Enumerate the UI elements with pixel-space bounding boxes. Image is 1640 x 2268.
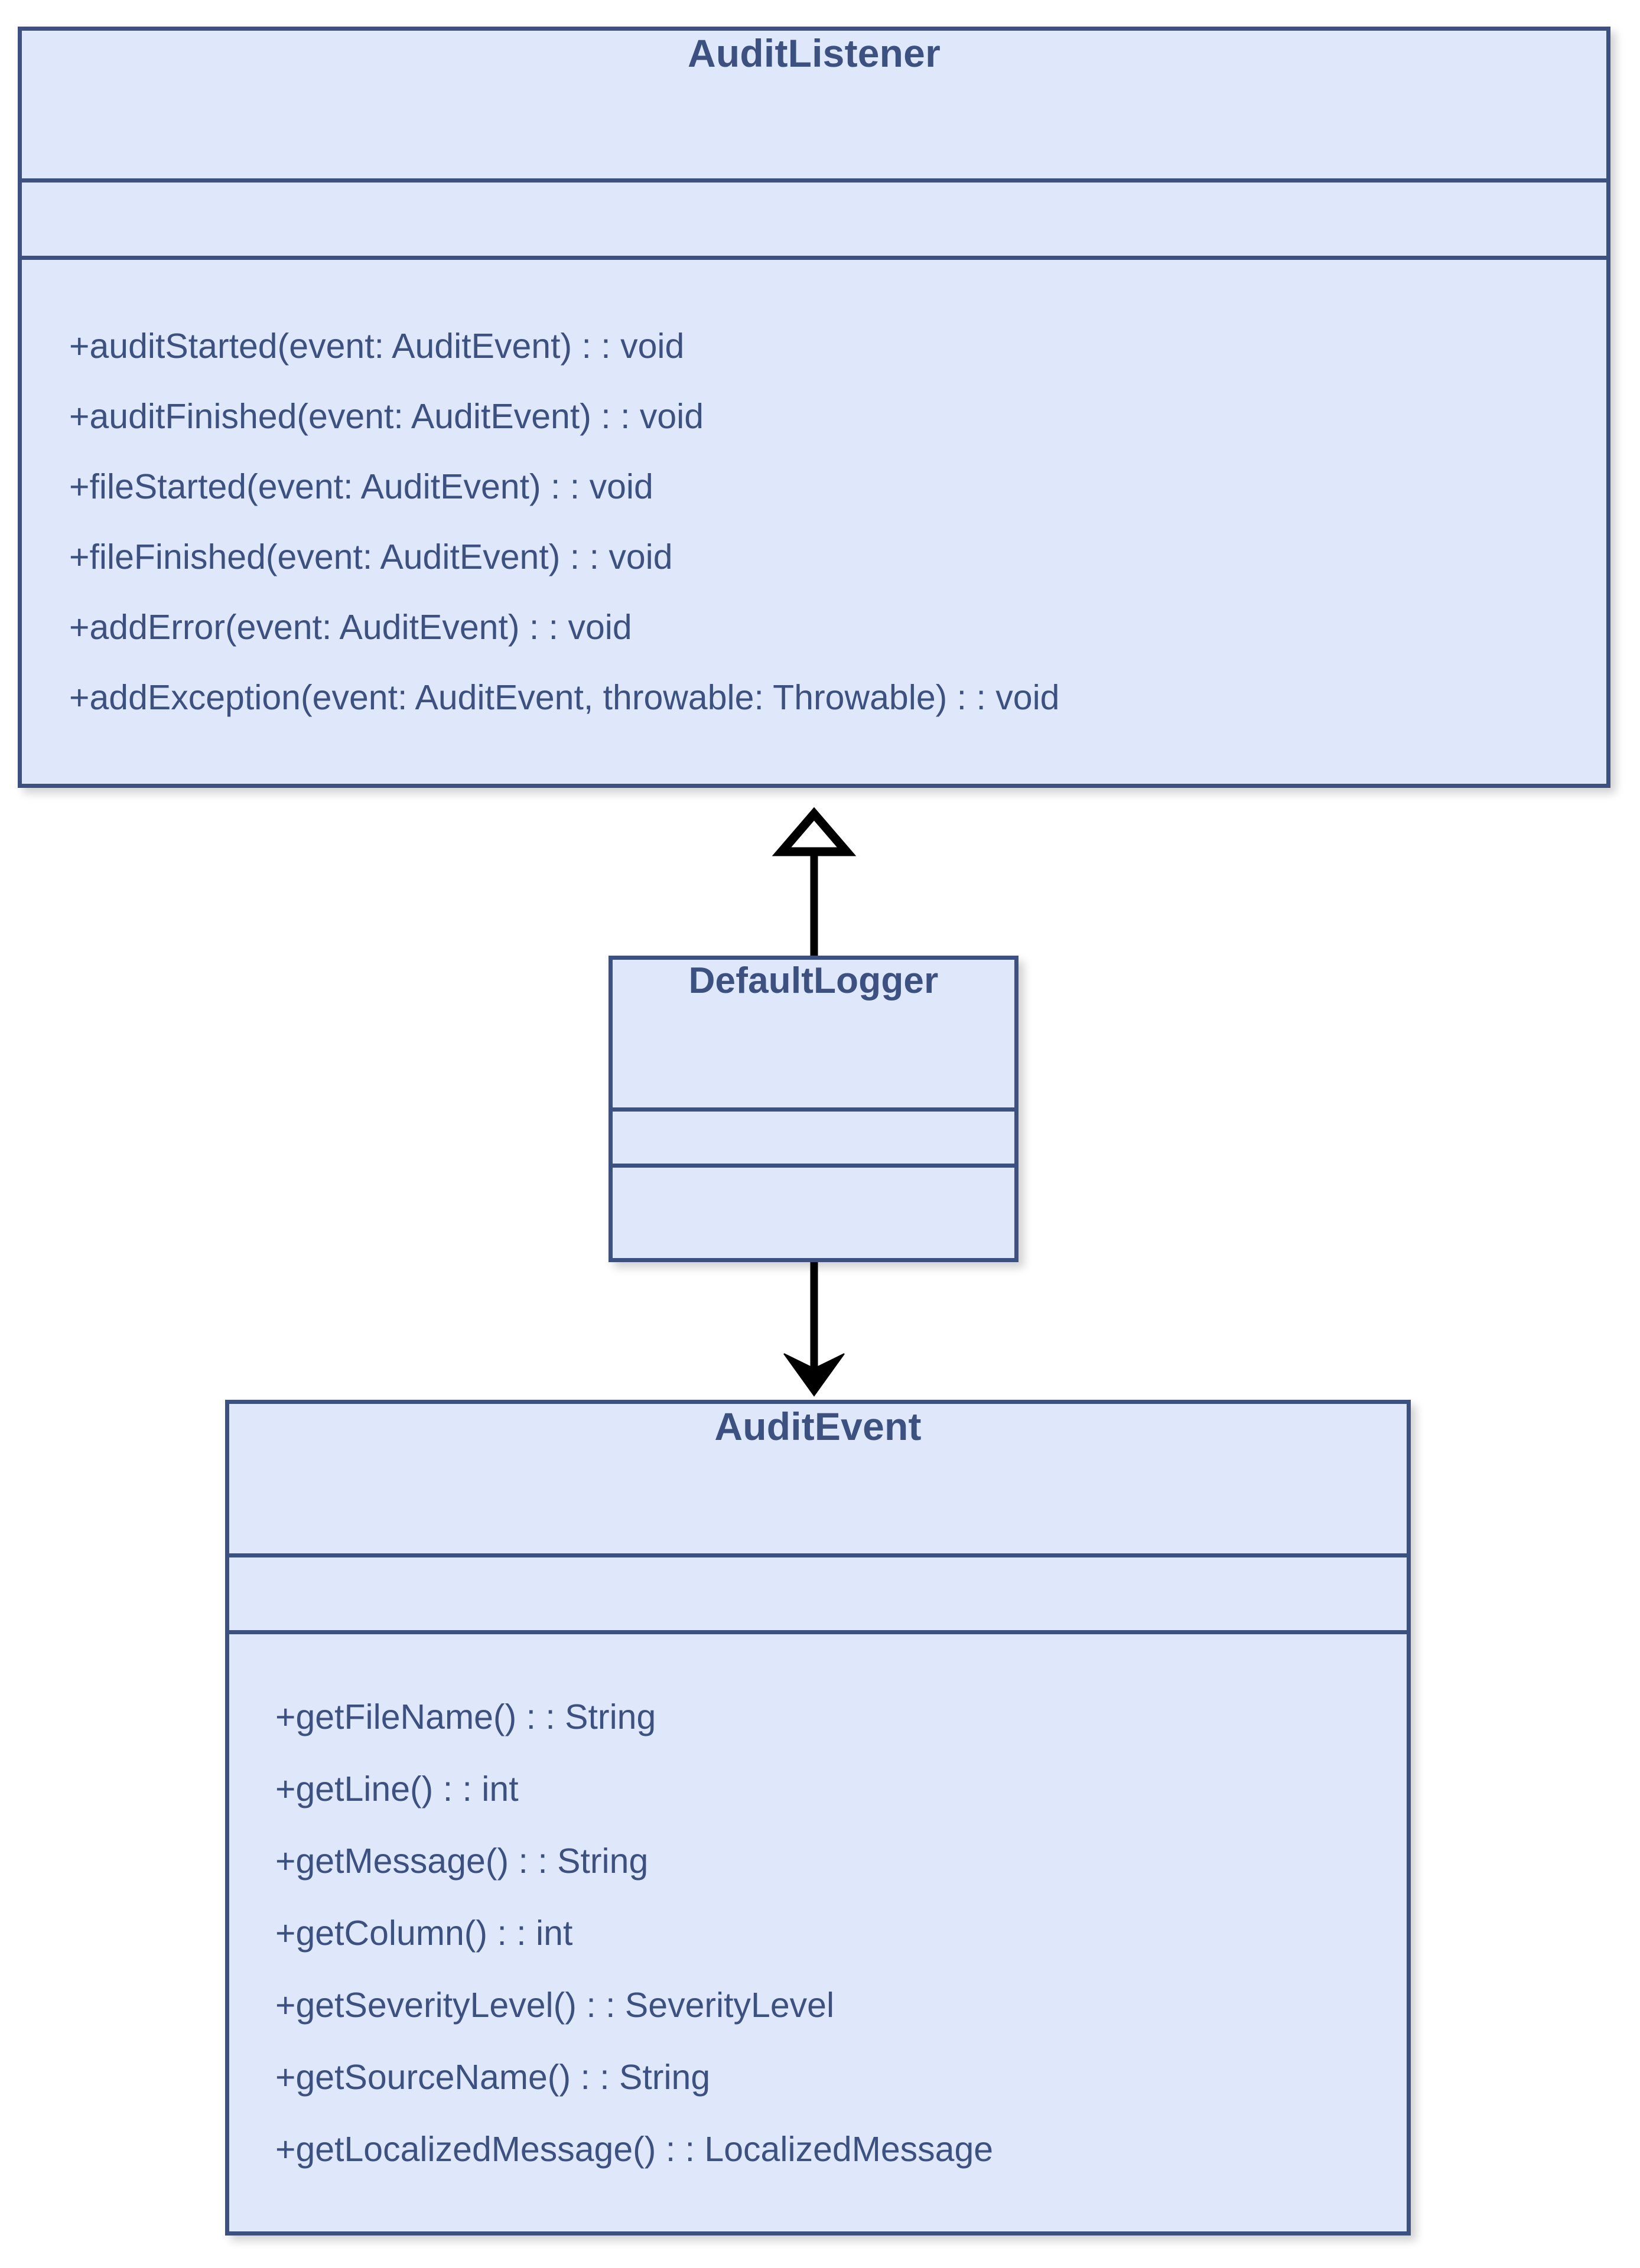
method-row: +getMessage() : : String bbox=[275, 1841, 649, 1881]
class-attributes-compartment bbox=[613, 1107, 1014, 1164]
dependency-edge[interactable] bbox=[783, 1262, 845, 1397]
solid-arrowhead-icon bbox=[783, 1353, 845, 1397]
method-row: +auditFinished(event: AuditEvent) : : vo… bbox=[69, 396, 704, 436]
hollow-triangle-arrowhead-icon bbox=[772, 807, 857, 856]
method-row: +addError(event: AuditEvent) : : void bbox=[69, 607, 632, 647]
class-box-auditevent[interactable]: AuditEvent +getFileName() : : String +ge… bbox=[225, 1400, 1411, 2236]
method-row: +getLocalizedMessage() : : LocalizedMess… bbox=[275, 2129, 994, 2169]
method-row: +getColumn() : : int bbox=[275, 1913, 573, 1953]
class-methods-compartment bbox=[613, 1164, 1014, 1254]
class-name-defaultlogger: DefaultLogger bbox=[688, 960, 939, 1001]
class-methods-compartment: +getFileName() : : String +getLine() : :… bbox=[229, 1630, 1407, 2231]
class-name-auditevent: AuditEvent bbox=[714, 1405, 922, 1448]
method-row: +getLine() : : int bbox=[275, 1769, 519, 1808]
method-row: +getFileName() : : String bbox=[275, 1697, 656, 1736]
class-title-compartment: AuditListener bbox=[22, 31, 1606, 178]
method-row: +getSourceName() : : String bbox=[275, 2057, 711, 2097]
generalization-edge[interactable] bbox=[772, 807, 857, 956]
class-title-compartment: DefaultLogger bbox=[613, 960, 1014, 1107]
method-row: +fileFinished(event: AuditEvent) : : voi… bbox=[69, 537, 673, 576]
class-methods-compartment: +auditStarted(event: AuditEvent) : : voi… bbox=[22, 256, 1606, 784]
class-attributes-compartment bbox=[22, 178, 1606, 256]
class-box-defaultlogger[interactable]: DefaultLogger bbox=[609, 956, 1019, 1262]
class-name-auditlistener: AuditListener bbox=[688, 31, 941, 75]
method-row: +fileStarted(event: AuditEvent) : : void bbox=[69, 467, 653, 506]
class-box-auditlistener[interactable]: AuditListener +auditStarted(event: Audit… bbox=[18, 27, 1610, 788]
class-title-compartment: AuditEvent bbox=[229, 1404, 1407, 1553]
method-row: +addException(event: AuditEvent, throwab… bbox=[69, 677, 1060, 717]
method-row: +getSeverityLevel() : : SeverityLevel bbox=[275, 1985, 835, 2025]
method-row: +auditStarted(event: AuditEvent) : : voi… bbox=[69, 326, 685, 366]
class-attributes-compartment bbox=[229, 1553, 1407, 1630]
